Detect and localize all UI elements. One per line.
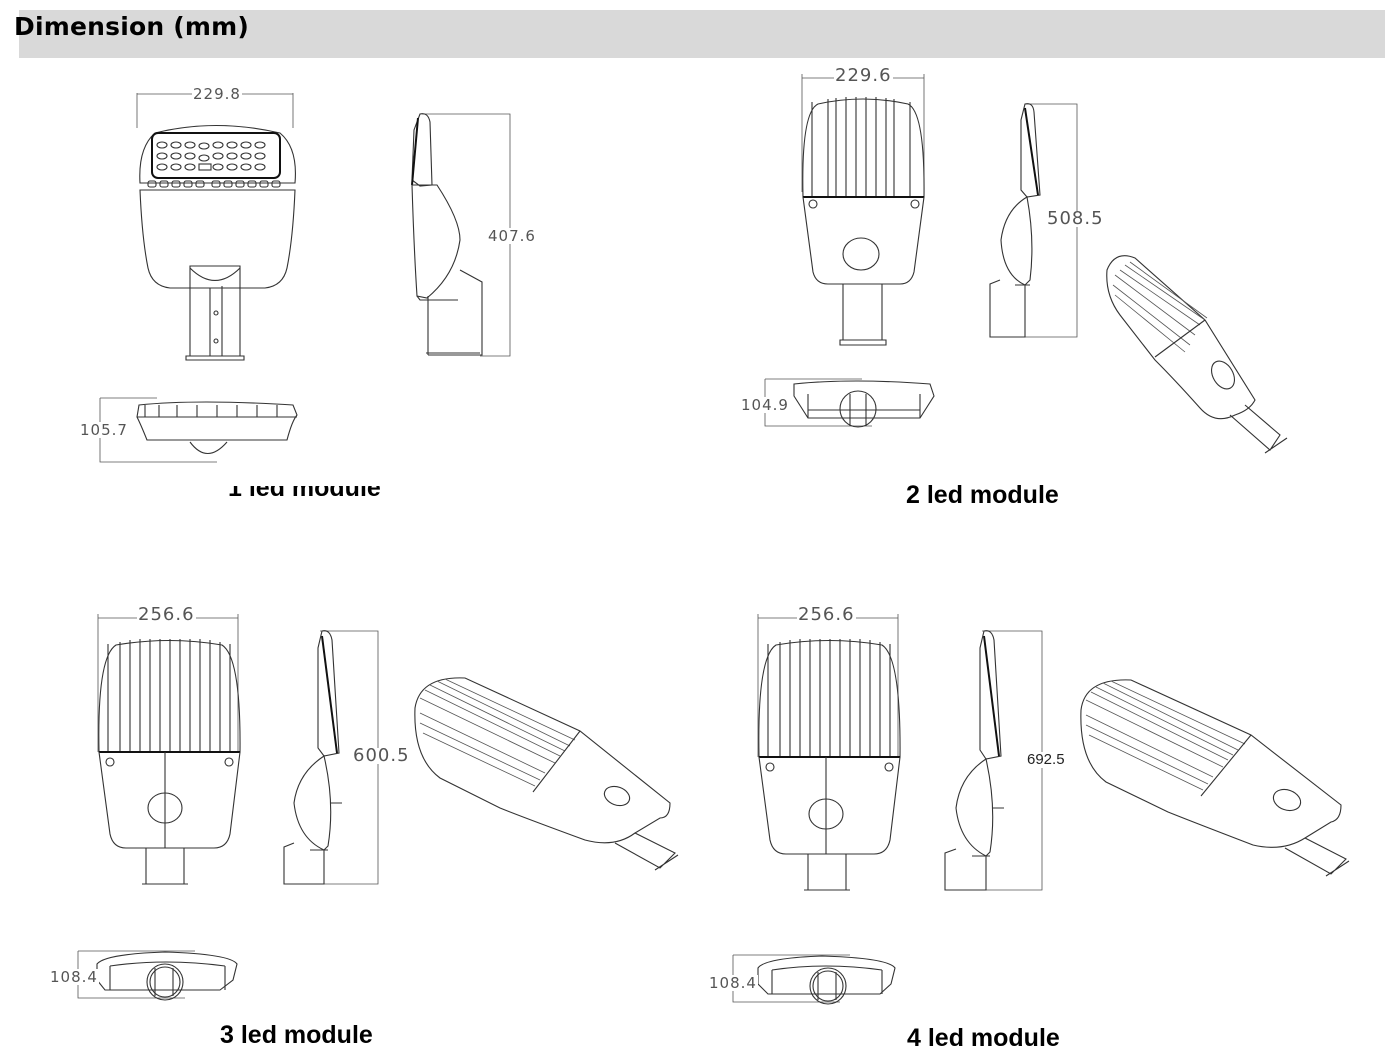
bottom-view-drawing bbox=[97, 395, 307, 465]
isometric-view-drawing bbox=[1095, 240, 1295, 465]
side-view-drawing bbox=[400, 110, 520, 360]
module-caption: 4 led module bbox=[907, 1024, 1060, 1052]
isometric-view-drawing bbox=[405, 668, 680, 873]
height-dimension-label: 692.5 bbox=[1026, 751, 1066, 768]
module-caption: 3 led module bbox=[220, 1021, 373, 1049]
depth-dimension-label: 108.4 bbox=[708, 974, 758, 992]
section-title: Dimension (mm) bbox=[14, 12, 250, 41]
isometric-view-drawing bbox=[1073, 670, 1353, 880]
front-view-drawing bbox=[754, 612, 904, 897]
depth-dimension-label: 104.9 bbox=[740, 396, 790, 414]
front-view-drawing bbox=[94, 612, 244, 892]
width-dimension-label: 229.6 bbox=[834, 65, 893, 86]
depth-dimension-label: 108.4 bbox=[49, 968, 99, 986]
height-dimension-label: 407.6 bbox=[487, 227, 537, 245]
width-dimension-label: 256.6 bbox=[797, 604, 856, 625]
section-header-bar bbox=[19, 10, 1385, 58]
side-view-drawing bbox=[985, 100, 1085, 345]
side-view-drawing bbox=[940, 628, 1050, 893]
height-dimension-label: 508.5 bbox=[1046, 208, 1105, 229]
bottom-view-drawing bbox=[75, 948, 250, 1003]
module-caption: 2 led module bbox=[906, 481, 1059, 509]
bottom-view-drawing bbox=[762, 376, 942, 431]
front-view-drawing bbox=[130, 88, 305, 363]
height-dimension-label: 600.5 bbox=[352, 745, 411, 766]
width-dimension-label: 229.8 bbox=[192, 85, 242, 103]
depth-dimension-label: 105.7 bbox=[79, 421, 129, 439]
module-caption: 1 led module bbox=[228, 486, 381, 500]
bottom-view-drawing bbox=[730, 952, 905, 1007]
front-view-drawing bbox=[798, 72, 928, 347]
width-dimension-label: 256.6 bbox=[137, 604, 196, 625]
